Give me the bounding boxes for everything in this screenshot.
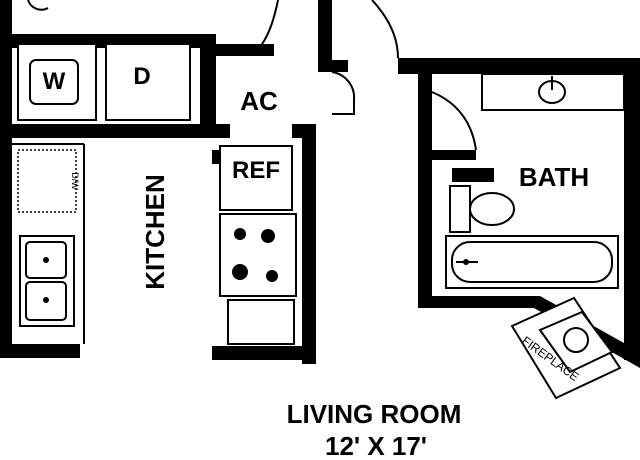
- refrigerator: REF: [212, 145, 293, 211]
- kitchen-label: KITCHEN: [140, 174, 170, 290]
- fireplace: FIREPLACE: [510, 296, 622, 400]
- kitchen-sink: [19, 235, 75, 327]
- living-room-size: 12' X 17': [325, 431, 427, 460]
- washer: W: [17, 43, 97, 121]
- door-swings: [27, 0, 477, 151]
- washer-label: W: [43, 68, 66, 95]
- ac-label: AC: [240, 86, 278, 116]
- stove: [219, 213, 297, 345]
- bathtub: [445, 235, 619, 289]
- dryer: D: [105, 43, 191, 121]
- dishwasher: D/W: [17, 149, 80, 213]
- dryer-label: D: [133, 63, 150, 90]
- bath-vanity: [481, 73, 625, 111]
- kitchen-counter: [12, 143, 85, 344]
- bath-label: BATH: [519, 162, 589, 192]
- dishwasher-label: D/W: [70, 172, 80, 190]
- refrigerator-label: REF: [232, 157, 280, 184]
- living-room-label: LIVING ROOM: [287, 399, 462, 429]
- toilet: [449, 185, 515, 233]
